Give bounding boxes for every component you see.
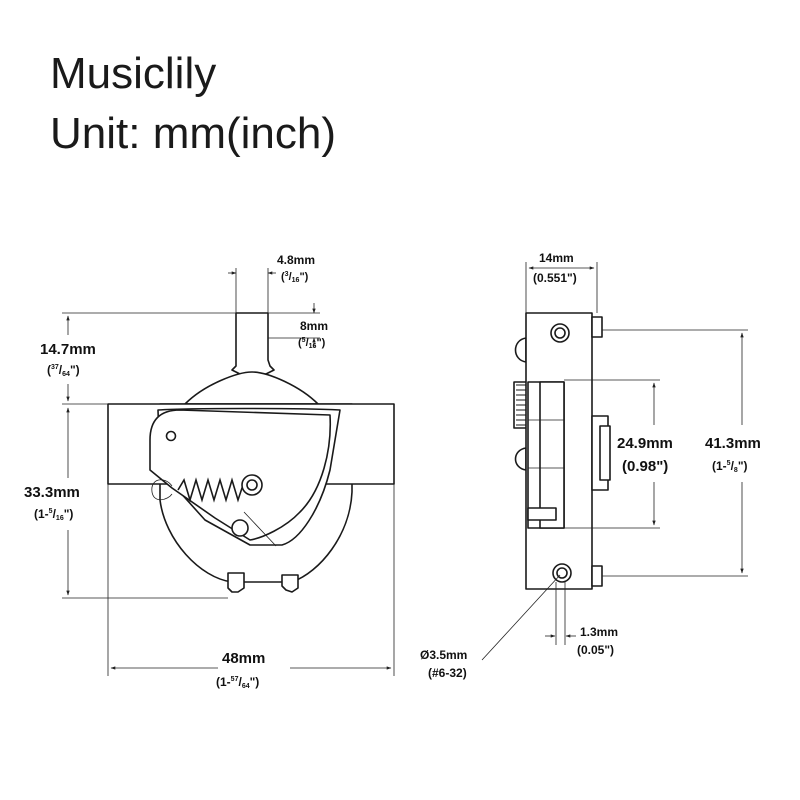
hole-diameter-mm: Ø3.5mm xyxy=(420,648,467,662)
total-width-suffix: ") xyxy=(250,675,260,689)
depth-inch: (0.551") xyxy=(533,271,577,285)
total-width-inch: (1-57/64") xyxy=(216,675,259,690)
total-width-num: 57 xyxy=(231,676,239,683)
inner-height-mm: 24.9mm xyxy=(617,435,673,452)
total-height-suffix: ") xyxy=(738,459,748,473)
unit-title: Unit: mm(inch) xyxy=(50,109,337,158)
body-height-num: 5 xyxy=(49,508,53,515)
body-height-whole: (1- xyxy=(34,507,49,521)
inner-height-inch: (0.98") xyxy=(622,458,668,475)
lever-width-mm: 4.8mm xyxy=(277,253,315,267)
lever-height-den: 64 xyxy=(62,371,70,378)
hole-thread: (#6-32) xyxy=(428,666,467,680)
body-height-mm: 33.3mm xyxy=(24,484,80,501)
front-view-switch xyxy=(107,312,395,593)
total-width-mm: 48mm xyxy=(222,650,265,667)
lever-height-suffix: ") xyxy=(70,363,80,377)
lever-height-inch: (37/64") xyxy=(47,363,80,378)
front-view-dimension-lines xyxy=(62,268,395,676)
lever-width-num: 3 xyxy=(285,271,289,278)
brand-title: Musiclily xyxy=(50,49,217,98)
total-height-num: 5 xyxy=(727,460,731,467)
total-height-whole: (1- xyxy=(712,459,727,473)
lever-height-mm: 14.7mm xyxy=(40,341,96,358)
lever-height-num: 37 xyxy=(51,364,59,371)
lever-tip-inch: (5/16") xyxy=(298,337,326,350)
total-width-whole: (1- xyxy=(216,675,231,689)
total-width-den: 64 xyxy=(242,683,250,690)
total-height-mm: 41.3mm xyxy=(705,435,761,452)
lever-tip-suffix: ") xyxy=(316,337,325,349)
body-height-inch: (1-5/16") xyxy=(34,507,73,522)
side-view-dimension-lines xyxy=(481,262,748,661)
lever-tip-den: 16 xyxy=(309,343,317,350)
side-view-switch xyxy=(513,312,611,590)
body-height-suffix: ") xyxy=(64,507,74,521)
total-height-den: 8 xyxy=(734,467,738,474)
lever-width-den: 16 xyxy=(292,277,300,284)
depth-mm: 14mm xyxy=(539,251,574,265)
lever-width-inch: (3/16") xyxy=(281,271,309,284)
lever-tip-mm: 8mm xyxy=(300,319,328,333)
lever-width-suffix: ") xyxy=(299,271,308,283)
lever-tip-num: 5 xyxy=(302,337,306,344)
offset-mm: 1.3mm xyxy=(580,625,618,639)
total-height-inch: (1-5/8") xyxy=(712,459,748,474)
offset-inch: (0.05") xyxy=(577,643,614,657)
body-height-den: 16 xyxy=(56,515,64,522)
